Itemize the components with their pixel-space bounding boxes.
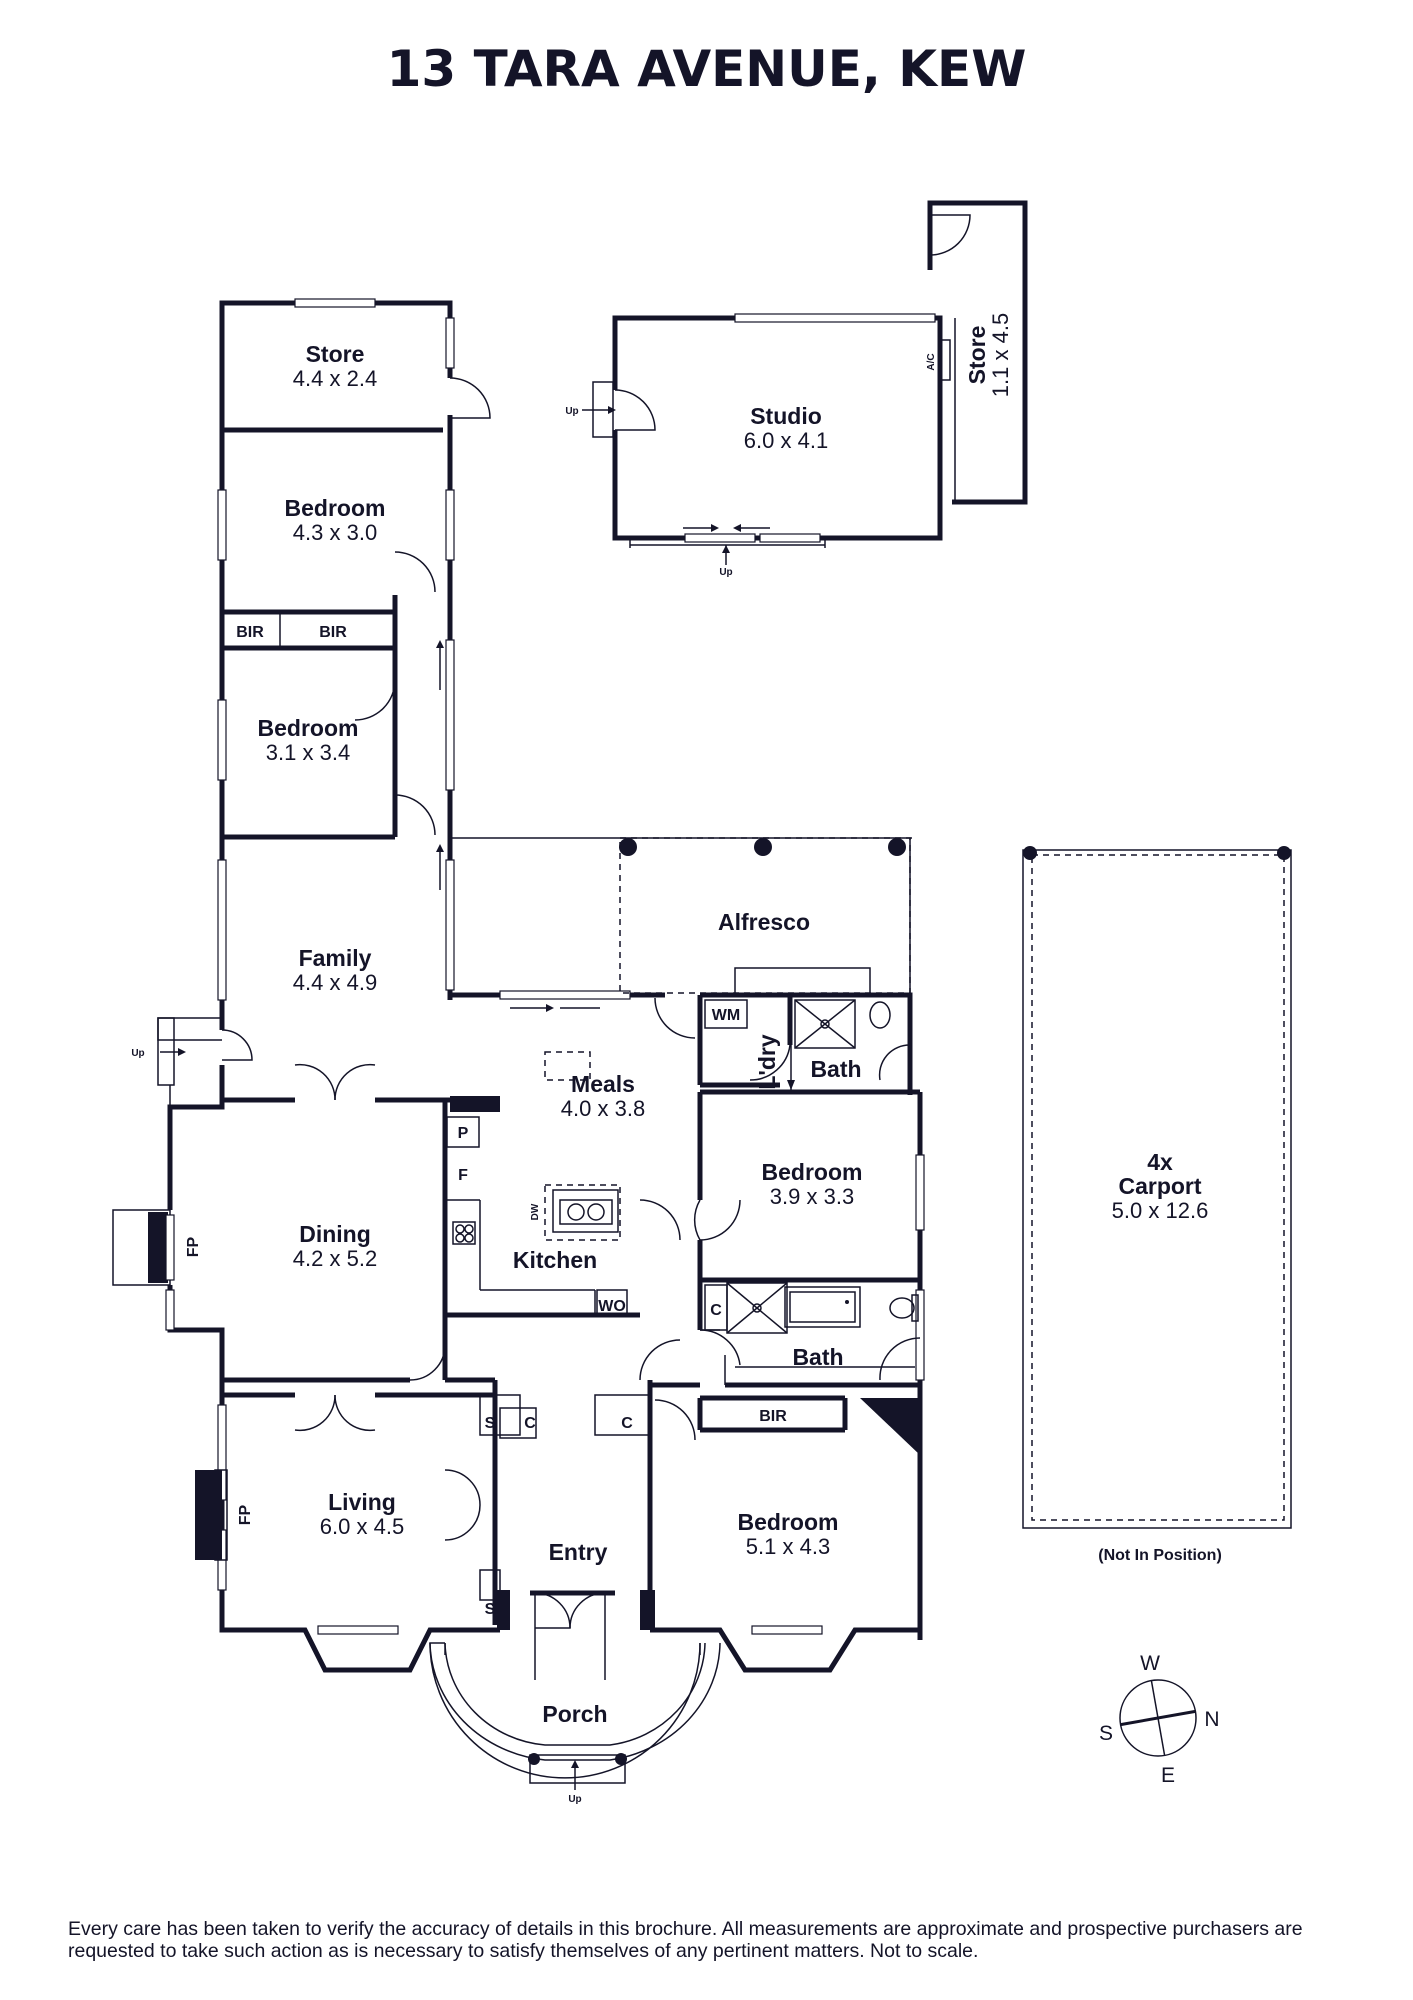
dining-dims: 4.2 x 5.2 xyxy=(293,1246,377,1271)
entry-name: Entry xyxy=(549,1539,608,1565)
store-side-name: Store xyxy=(964,326,990,385)
up-porch: Up xyxy=(568,1794,581,1805)
wm-label: WM xyxy=(712,1007,740,1024)
laundry-label: L'dry xyxy=(754,1034,780,1090)
main-house-fixtures xyxy=(112,990,925,1635)
ac-label: A/C xyxy=(926,353,937,370)
living-dims: 6.0 x 4.5 xyxy=(320,1514,404,1539)
bedroom-b-dims: 3.1 x 3.4 xyxy=(266,740,350,765)
bath-2-name: Bath xyxy=(792,1344,843,1370)
fp-dining-label: FP xyxy=(185,1236,202,1257)
carport-dims: 5.0 x 12.6 xyxy=(1112,1198,1209,1223)
bedroom-d-dims: 5.1 x 4.3 xyxy=(746,1534,830,1559)
studio-structure xyxy=(582,200,1028,565)
carport-count: 4x xyxy=(1147,1149,1173,1175)
bath-1-name: Bath xyxy=(810,1056,861,1082)
alfresco-structure xyxy=(450,837,912,1012)
bedroom-c-name: Bedroom xyxy=(762,1159,863,1185)
f-label: F xyxy=(458,1167,468,1184)
main-house-walls xyxy=(167,992,923,1673)
bir-1-label: BIR xyxy=(236,624,264,641)
carport-note: (Not In Position) xyxy=(1098,1547,1222,1564)
meals-dims: 4.0 x 3.8 xyxy=(561,1096,645,1121)
kitchen-name: Kitchen xyxy=(513,1247,597,1273)
bath-laundry-fixtures xyxy=(700,999,921,1385)
compass-n: N xyxy=(1204,1708,1219,1731)
bedroom-d-name: Bedroom xyxy=(738,1509,839,1535)
bir-2-label: BIR xyxy=(319,624,347,641)
page-title: 13 TARA AVENUE, KEW xyxy=(386,40,1027,98)
up-family: Up xyxy=(131,1048,144,1059)
living-name: Living xyxy=(328,1489,396,1515)
up-studio-left: Up xyxy=(565,406,578,417)
up-studio-bottom: Up xyxy=(719,567,732,578)
fp-living-label: FP xyxy=(237,1504,254,1525)
studio-dims: 6.0 x 4.1 xyxy=(744,428,828,453)
compass-s: S xyxy=(1099,1722,1113,1745)
porch-name: Porch xyxy=(542,1701,607,1727)
store-side-dims: 1.1 x 4.5 xyxy=(988,313,1013,397)
c-1-label: C xyxy=(524,1415,536,1432)
dw-label: DW xyxy=(530,1203,541,1220)
meals-name: Meals xyxy=(571,1071,635,1097)
disclaimer-text: Every care has been taken to verify the … xyxy=(68,1918,1303,1962)
compass-w: W xyxy=(1140,1652,1160,1675)
wing-windows xyxy=(217,298,455,1001)
family-dims: 4.4 x 4.9 xyxy=(293,970,377,995)
bedroom-a-name: Bedroom xyxy=(285,495,386,521)
store-top-dims: 4.4 x 2.4 xyxy=(293,366,377,391)
carport-structure xyxy=(1022,846,1292,1529)
up-markers: Up Up Up Up xyxy=(131,406,732,1805)
c-bath-label: C xyxy=(710,1302,722,1319)
wing-walls xyxy=(219,300,453,1000)
bedroom-b-name: Bedroom xyxy=(258,715,359,741)
room-labels: Store 4.4 x 2.4 Bedroom 4.3 x 3.0 BIR BI… xyxy=(185,313,1222,1727)
compass-e: E xyxy=(1161,1764,1175,1787)
carport-name: Carport xyxy=(1118,1173,1201,1199)
bir-3-label: BIR xyxy=(759,1408,787,1425)
family-name: Family xyxy=(299,945,372,971)
compass-rose xyxy=(1119,1679,1197,1757)
main-house-doors xyxy=(221,997,791,1680)
dining-name: Dining xyxy=(299,1221,371,1247)
bedroom-c-dims: 3.9 x 3.3 xyxy=(770,1184,854,1209)
studio-name: Studio xyxy=(750,403,822,429)
c-2-label: C xyxy=(621,1415,633,1432)
family-step xyxy=(157,1017,222,1107)
p-label: P xyxy=(458,1125,469,1142)
wing-doors xyxy=(354,377,491,890)
s-1-label: S xyxy=(485,1415,496,1432)
bedroom-a-dims: 4.3 x 3.0 xyxy=(293,520,377,545)
s-2-label: S xyxy=(485,1601,496,1618)
wo-label: WO xyxy=(598,1298,626,1315)
porch-structure xyxy=(429,1642,721,1790)
compass-labels: W N S E xyxy=(1099,1652,1220,1787)
store-top-name: Store xyxy=(306,341,365,367)
alfresco-name: Alfresco xyxy=(718,909,810,935)
